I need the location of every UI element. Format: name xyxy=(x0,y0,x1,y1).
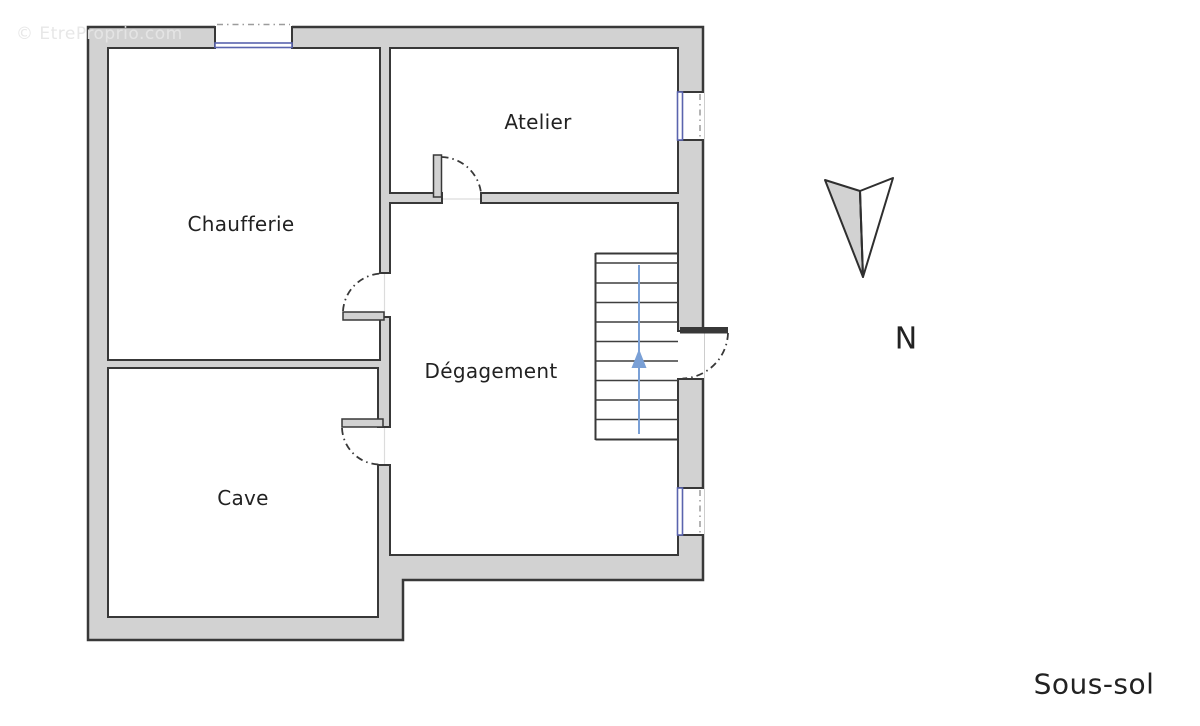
window-right-lower xyxy=(675,487,704,536)
room-chaufferie-floor xyxy=(107,47,381,361)
watermark: © EtreProprio.com xyxy=(16,24,183,44)
stairs-up-arrow xyxy=(631,265,647,434)
door-atelier xyxy=(432,154,482,205)
north-arrow-icon xyxy=(824,177,894,278)
floor-title: Sous-sol xyxy=(1033,667,1155,701)
room-degagement-floor xyxy=(389,202,679,556)
door-chaufferie xyxy=(342,272,392,321)
room-cave-floor xyxy=(107,367,379,618)
room-label-atelier: Atelier xyxy=(504,110,572,134)
staircase xyxy=(594,252,678,441)
window-top xyxy=(214,23,293,50)
north-label: N xyxy=(894,321,918,357)
door-cave xyxy=(341,418,392,466)
room-label-degagement: Dégagement xyxy=(424,359,558,383)
door-exterior-right xyxy=(675,327,729,380)
room-label-cave: Cave xyxy=(217,486,269,510)
room-label-chaufferie: Chaufferie xyxy=(187,212,295,236)
window-right-upper xyxy=(675,91,704,141)
